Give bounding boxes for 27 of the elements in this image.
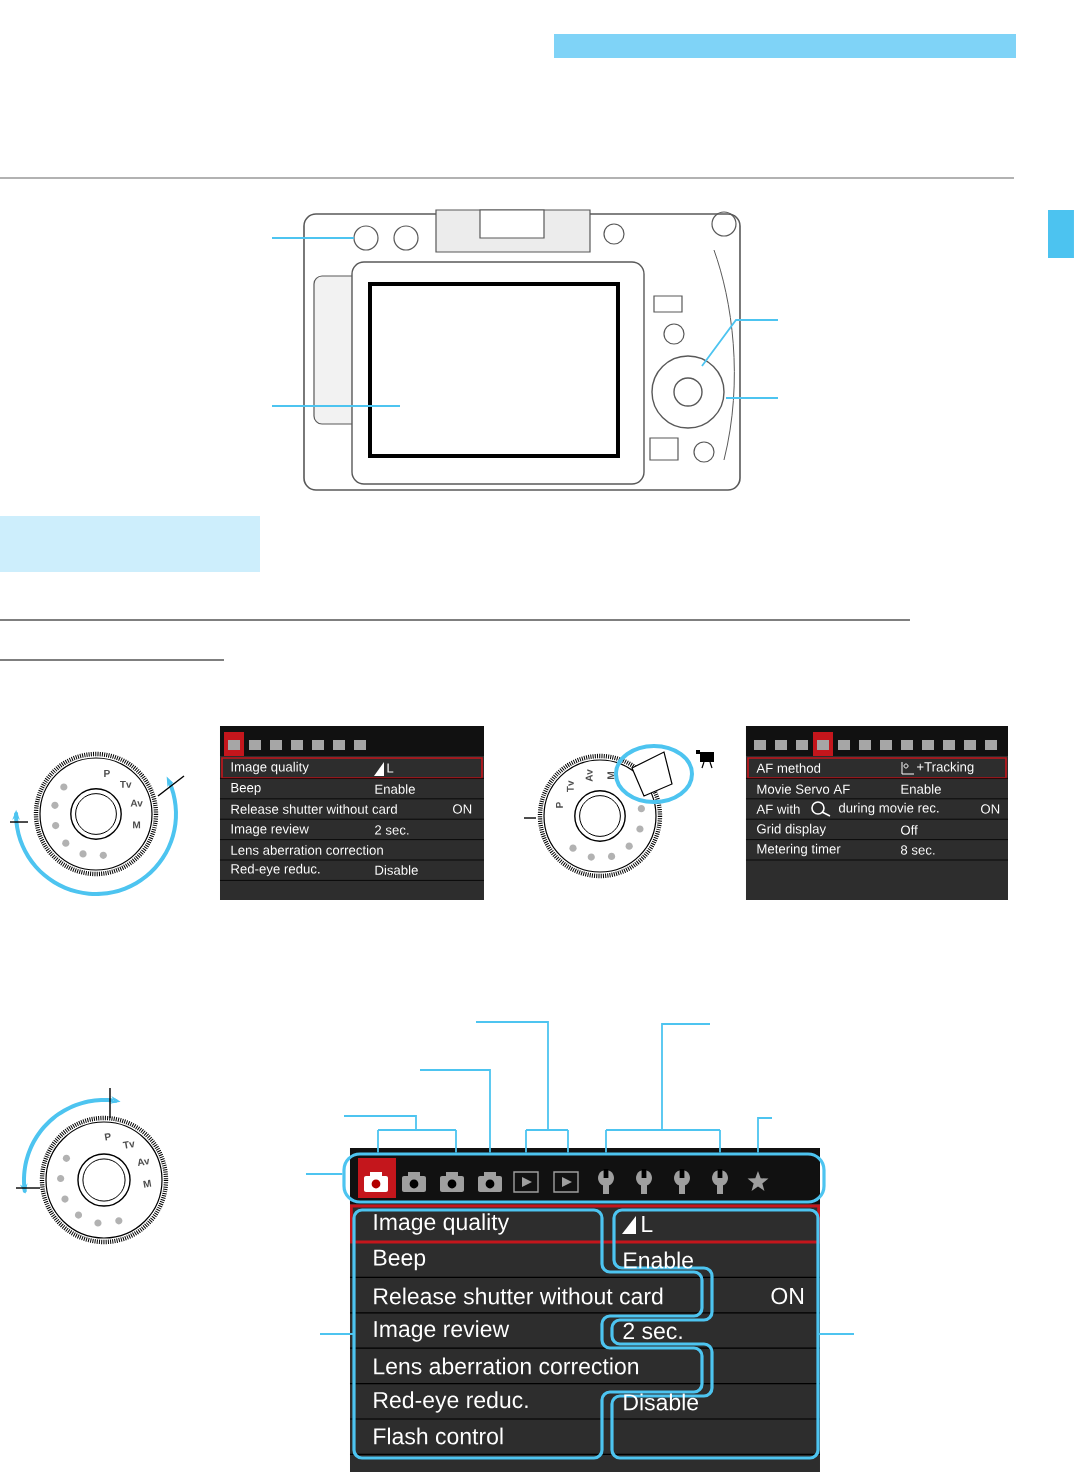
leader-line	[725, 397, 779, 399]
leader-line	[419, 1069, 491, 1154]
menu-value: ON	[771, 1287, 804, 1305]
leader-line	[605, 1023, 721, 1154]
menu-item: Lens aberration correction	[374, 1357, 639, 1375]
section-band	[0, 516, 260, 572]
leader-line	[271, 405, 401, 407]
leader-line	[271, 237, 355, 239]
menu-item: Red-eye reduc.	[374, 1391, 528, 1413]
menu-item: 2 sec.	[623, 1322, 682, 1340]
leader-line	[757, 1117, 773, 1154]
leader-line	[817, 1333, 855, 1335]
menu-item: Image review	[374, 1320, 510, 1342]
leader-line	[475, 1021, 569, 1154]
menu-item: Enable	[624, 1251, 693, 1269]
menu-item: Image quality	[374, 1213, 510, 1235]
menu-item: Disable	[624, 1393, 699, 1411]
leader-line	[343, 1115, 457, 1154]
leader-line	[701, 319, 779, 367]
menu-item: L	[642, 1216, 653, 1232]
leader-line	[319, 1333, 355, 1335]
camera-drawing	[303, 209, 741, 491]
menu-item: Flash control	[374, 1427, 503, 1445]
tab-bar	[342, 1152, 826, 1204]
menu-item: Release shutter without card	[374, 1287, 663, 1305]
leader-line	[305, 1173, 344, 1175]
menu-item: Beep	[374, 1249, 426, 1271]
